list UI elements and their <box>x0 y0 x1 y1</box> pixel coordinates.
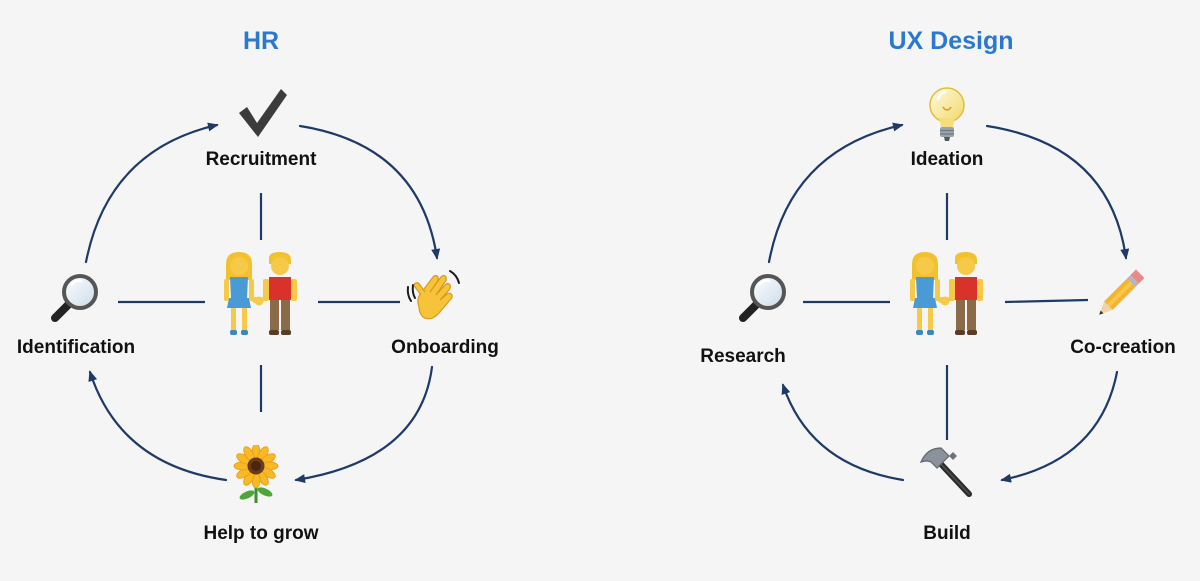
pencil-icon <box>1089 265 1149 325</box>
hr-diagram: HR Recruitment Onboarding <box>16 27 499 544</box>
hr-node-recruitment-label: Recruitment <box>205 149 317 170</box>
couple-holding-hands-icon <box>900 250 992 342</box>
magnifying-glass-icon <box>45 268 105 328</box>
couple-holding-hands-icon <box>214 250 306 342</box>
ux-design-title: UX Design <box>888 27 1014 55</box>
hr-arrow-help-to-identification <box>88 370 228 482</box>
ux-spoke-right <box>1004 298 1089 304</box>
ux-node-research-label: Research <box>700 346 786 367</box>
ux-node-build-label: Build <box>923 523 971 544</box>
ux-arrow-research-to-ideation <box>767 122 904 264</box>
waving-hand-icon <box>403 265 463 325</box>
ux-arrow-ideation-to-cocreation <box>985 124 1130 260</box>
hr-arrow-identification-to-recruitment <box>84 122 219 264</box>
hr-node-help-to-grow-label: Help to grow <box>203 523 319 544</box>
ux-design-diagram: UX Design Ideation Co-creation <box>600 0 1200 581</box>
ux-arrow-cocreation-to-build <box>1000 370 1119 483</box>
hr-node-identification-label: Identification <box>16 337 136 358</box>
sunflower-icon <box>226 445 286 505</box>
light-bulb-icon <box>917 83 977 143</box>
hr-cycle-lines <box>84 122 441 484</box>
hr-arrow-recruitment-to-onboarding <box>298 124 441 260</box>
hr-node-onboarding-label: Onboarding <box>391 337 499 358</box>
ux-cycle-lines <box>767 122 1130 483</box>
ux-node-ideation-label: Ideation <box>910 149 984 170</box>
check-mark-icon <box>231 83 291 143</box>
magnifying-glass-icon <box>733 268 793 328</box>
ux-node-cocreation-label: Co-creation <box>1070 337 1176 358</box>
ux-arrow-build-to-research <box>781 383 905 482</box>
hammer-icon <box>917 442 977 502</box>
hr-arrow-onboarding-to-help <box>294 365 434 484</box>
hr-title: HR <box>242 27 280 55</box>
